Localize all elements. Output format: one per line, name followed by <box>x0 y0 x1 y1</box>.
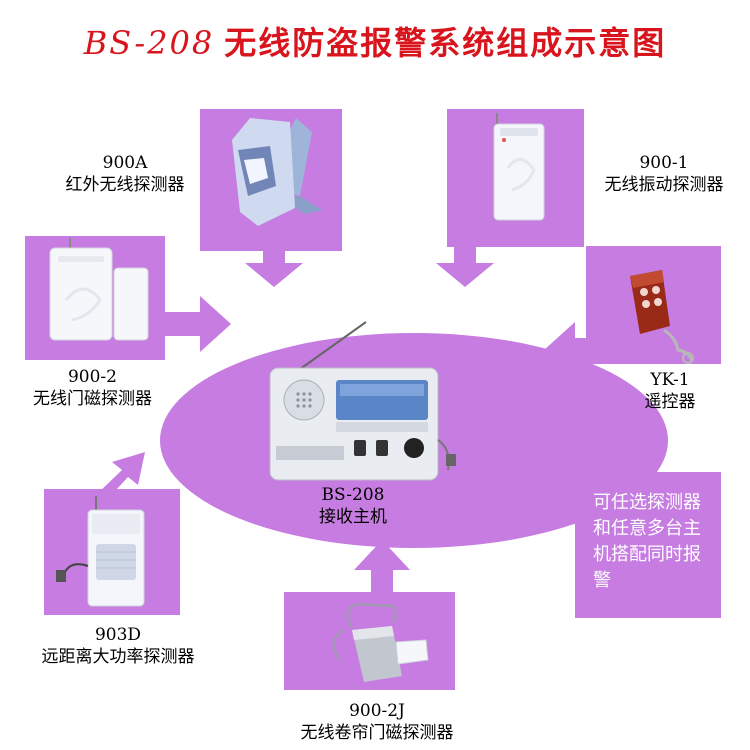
label-900-2-name: 无线门磁探测器 <box>33 389 152 409</box>
receiver-host-icon <box>269 321 456 481</box>
arrow-yk-1 <box>544 322 590 378</box>
label-900-2j-name: 无线卷帘门磁探测器 <box>300 723 454 743</box>
label-900a: 900A 红外无线探测器 <box>40 152 210 196</box>
label-903d-model: 903D <box>94 625 142 645</box>
arrow-900-1 <box>436 230 494 287</box>
label-yk-1-model: YK-1 <box>650 370 690 390</box>
title-model: BS-208 <box>83 24 215 62</box>
label-900-1-model: 900-1 <box>639 153 689 173</box>
label-900-2j: 900-2J 无线卷帘门磁探测器 <box>270 700 484 744</box>
door-sensor-icon <box>49 238 149 341</box>
arrow-903d <box>96 452 145 503</box>
remote-control-icon <box>630 270 694 364</box>
arrow-900-2j <box>354 540 410 600</box>
label-900-1: 900-1 无线振动探测器 <box>583 152 745 196</box>
label-900-2j-model: 900-2J <box>349 701 405 721</box>
vibration-detector-icon <box>493 113 545 221</box>
label-900-2: 900-2 无线门磁探测器 <box>10 366 175 410</box>
label-900-2-model: 900-2 <box>67 367 117 387</box>
label-center: BS-208 接收主机 <box>278 484 428 528</box>
label-center-model: BS-208 <box>321 485 385 505</box>
rolling-door-sensor-icon <box>333 602 429 682</box>
label-903d-name: 远距离大功率探测器 <box>41 647 195 667</box>
pir-detector-icon <box>232 118 322 226</box>
label-900a-name: 红外无线探测器 <box>65 175 185 195</box>
arrow-900a <box>245 230 303 287</box>
long-range-detector-icon <box>56 496 145 607</box>
note-connector <box>578 405 637 472</box>
label-yk-1-name: 遥控器 <box>644 392 696 412</box>
label-yk-1: YK-1 遥控器 <box>620 369 720 413</box>
note-box: 可任选探测器和任意多台主机搭配同时报警 <box>575 472 721 618</box>
label-900-1-name: 无线振动探测器 <box>604 175 724 195</box>
label-900a-model: 900A <box>102 153 148 173</box>
label-center-name: 接收主机 <box>319 507 387 527</box>
title-text: 无线防盗报警系统组成示意图 <box>224 24 667 62</box>
arrow-900-2 <box>165 296 231 352</box>
label-903d: 903D 远距离大功率探测器 <box>10 624 226 668</box>
